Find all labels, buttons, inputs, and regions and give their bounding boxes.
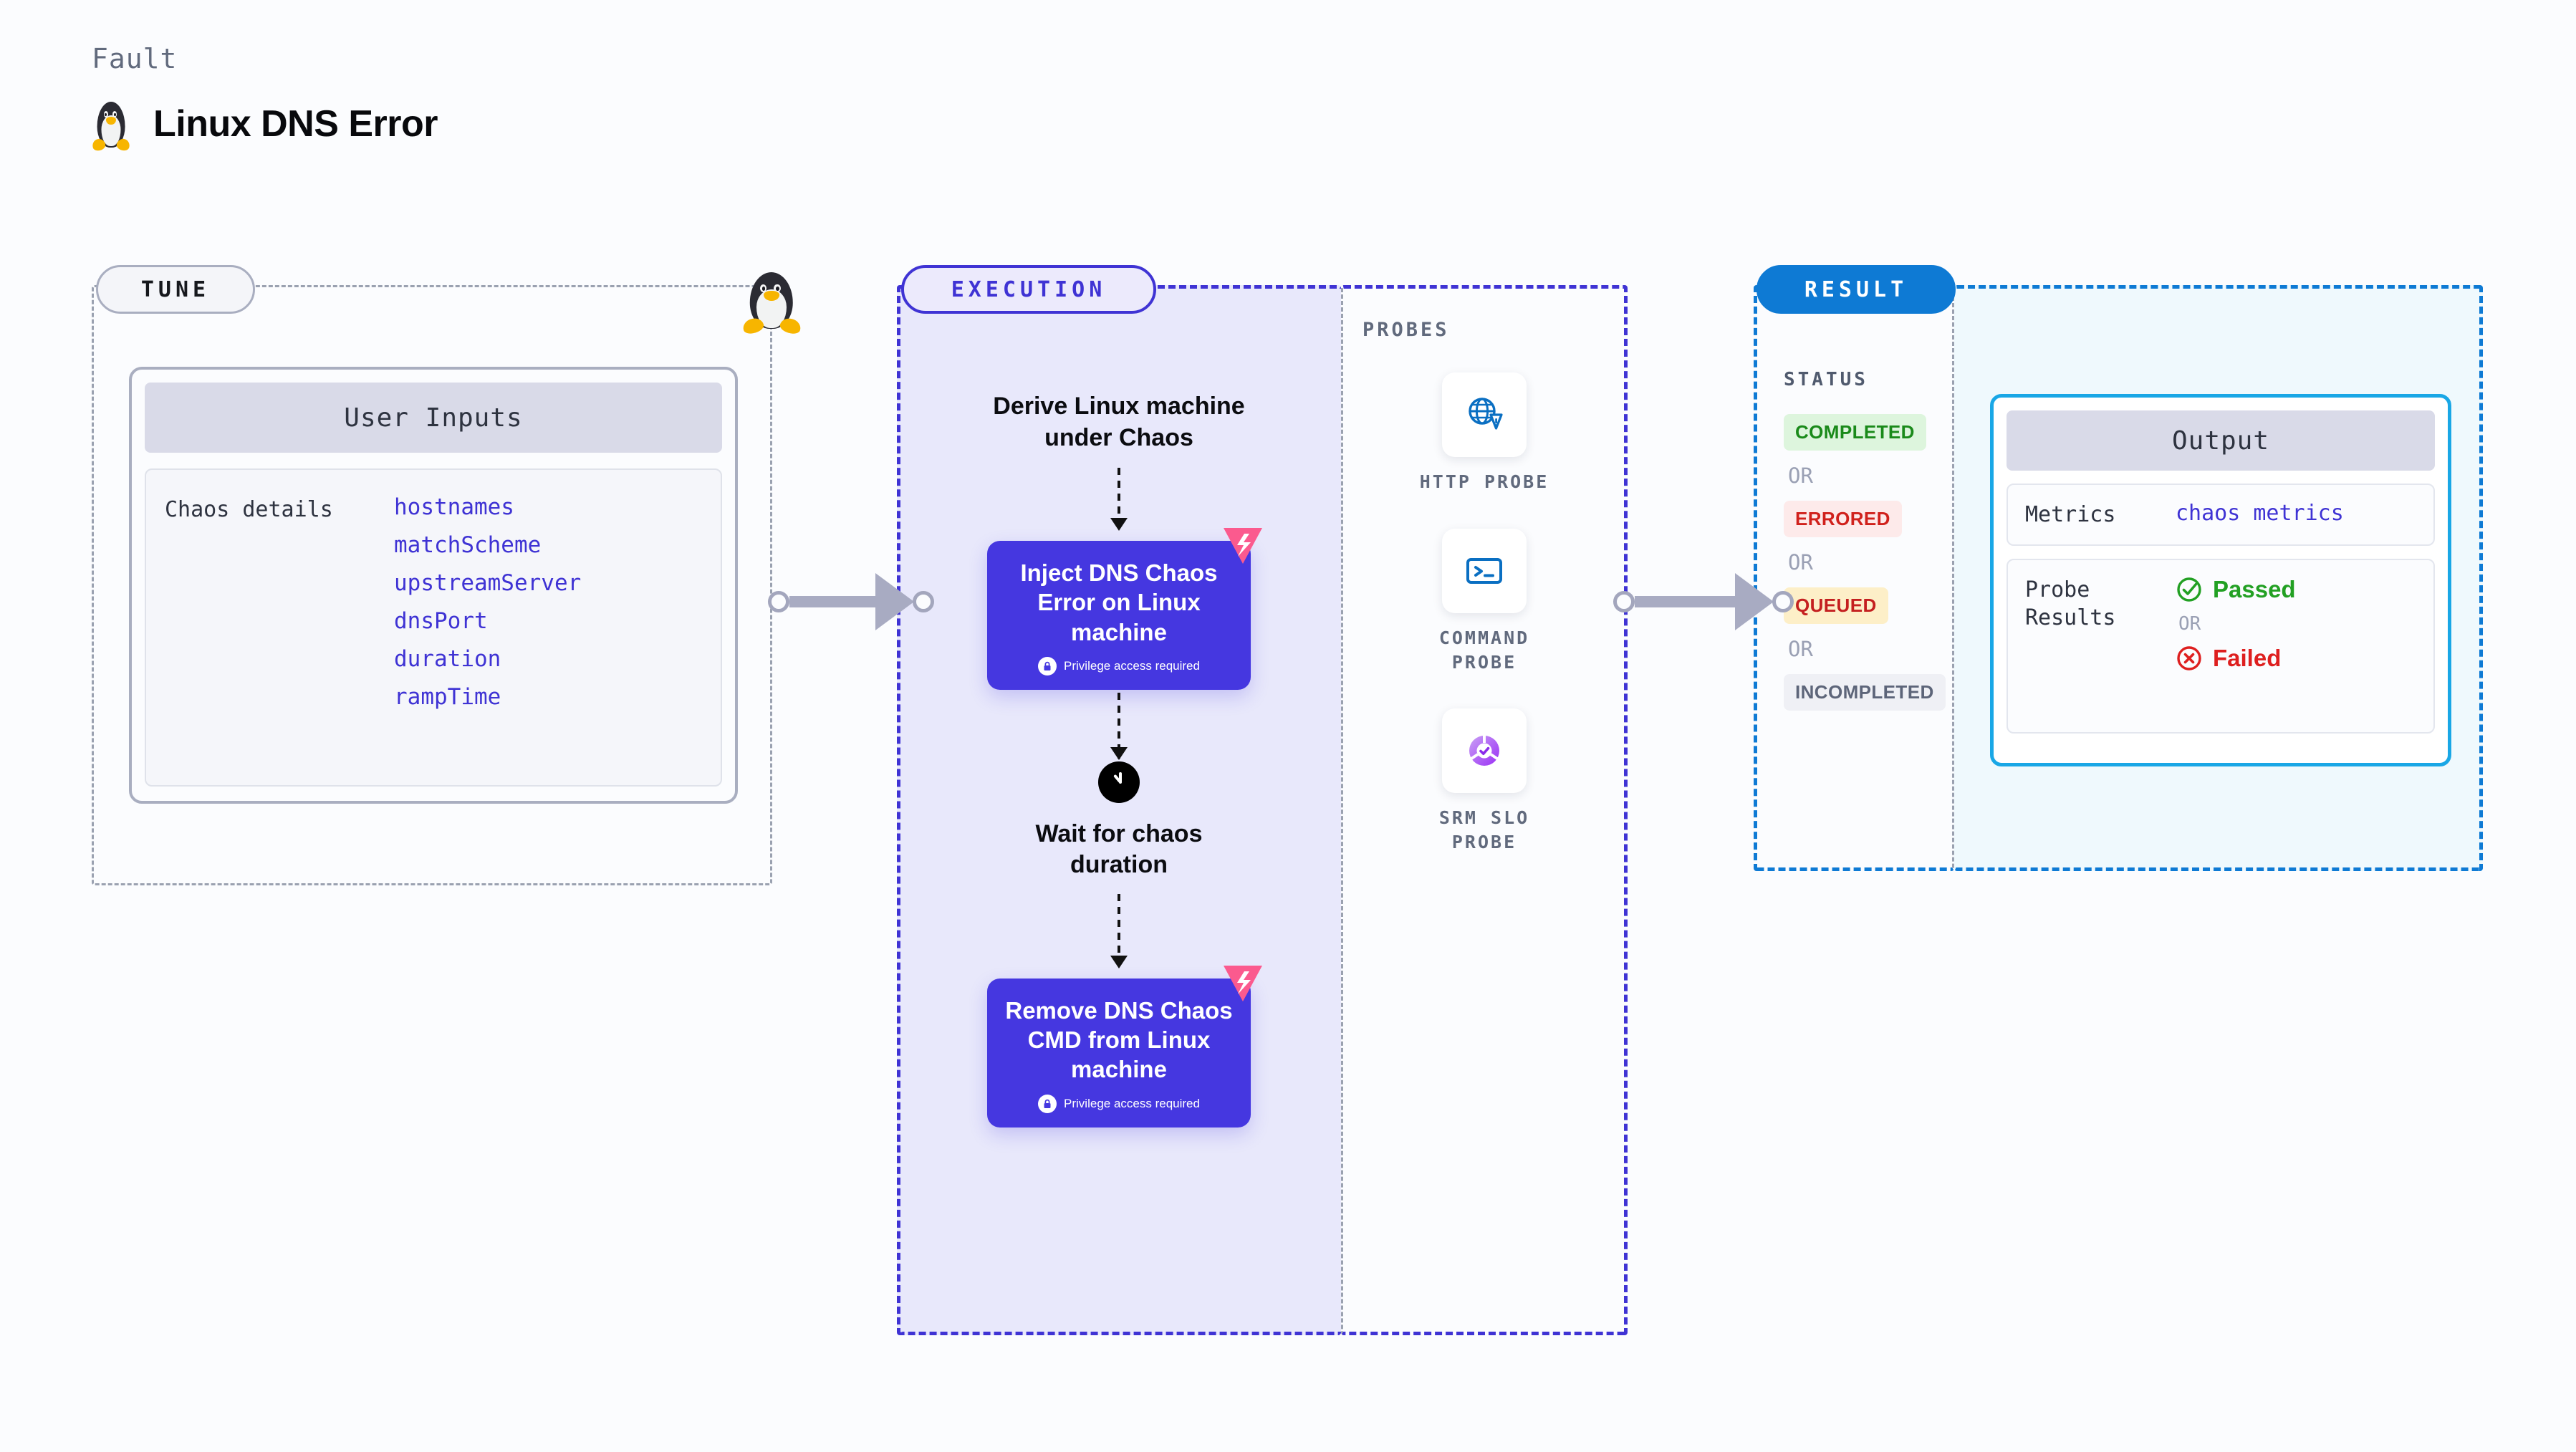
probe-result-passed-label: Passed xyxy=(2213,576,2296,602)
lock-icon xyxy=(1038,1094,1057,1113)
chaos-node-title: Inject DNS Chaos Error on Linux machine xyxy=(1020,559,1218,645)
connector-dot xyxy=(1772,591,1794,612)
probe-tile xyxy=(1442,528,1527,613)
execution-stage-pill[interactable]: EXECUTION xyxy=(901,265,1156,314)
tune-stage-panel xyxy=(92,285,772,885)
linux-penguin-icon xyxy=(741,267,802,336)
privilege-note-label: Privilege access required xyxy=(1064,1096,1200,1110)
probe-item-srm-slo[interactable]: SRM SLO PROBE xyxy=(1405,708,1563,855)
connector-execution-to-result xyxy=(1613,573,1794,630)
connector-dot xyxy=(913,591,934,612)
lock-icon xyxy=(1038,656,1057,675)
globe-warning-icon xyxy=(1469,398,1503,430)
fault-kicker: Fault xyxy=(92,43,178,74)
x-circle-icon xyxy=(2177,646,2201,670)
privilege-note: Privilege access required xyxy=(1000,1094,1238,1113)
output-card: Output Metrics chaos metrics Probe Resul… xyxy=(1990,394,2451,766)
fault-title-row: Linux DNS Error xyxy=(91,97,438,153)
tune-stage-pill[interactable]: TUNE xyxy=(96,265,255,314)
status-list: COMPLETED OR ERRORED OR QUEUED OR INCOMP… xyxy=(1784,414,1946,711)
probe-result-or-label: OR xyxy=(2178,613,2201,635)
status-badge-queued: QUEUED xyxy=(1784,587,1888,624)
tune-param[interactable]: dnsPort xyxy=(394,608,488,634)
output-card-header: Output xyxy=(2007,410,2435,471)
probe-tile xyxy=(1442,708,1527,794)
harness-logo-icon xyxy=(1224,528,1262,564)
probe-label: COMMAND PROBE xyxy=(1438,627,1530,673)
chaos-node-title: Remove DNS Chaos CMD from Linux machine xyxy=(1005,996,1233,1083)
chaos-node-remove[interactable]: Remove DNS Chaos CMD from Linux machine … xyxy=(987,965,1262,1128)
probe-item-command[interactable]: COMMAND PROBE xyxy=(1405,528,1563,675)
output-metrics-row: Metrics chaos metrics xyxy=(2007,484,2435,546)
page-title: Linux DNS Error xyxy=(153,103,438,145)
tune-param[interactable]: duration xyxy=(394,646,501,672)
status-badge-incompleted: INCOMPLETED xyxy=(1784,674,1946,711)
probes-stage-panel xyxy=(1341,285,1628,1335)
probe-tile xyxy=(1441,372,1527,457)
linux-penguin-icon xyxy=(91,97,131,153)
harness-logo-icon xyxy=(1224,965,1262,1001)
status-or-label: OR xyxy=(1788,463,1813,488)
arrow-right-icon xyxy=(875,573,914,630)
probe-results-values: Passed OR Failed xyxy=(2176,576,2296,672)
status-badge-completed: COMPLETED xyxy=(1784,414,1926,451)
chaos-details-param-list: hostnames matchScheme upstreamServer dns… xyxy=(394,494,581,761)
status-or-label: OR xyxy=(1788,550,1813,574)
slo-donut-check-icon xyxy=(1469,736,1499,766)
terminal-icon xyxy=(1466,557,1502,584)
connector-dot xyxy=(1613,591,1635,612)
probe-result-passed: Passed xyxy=(2176,576,2296,603)
probe-result-failed-label: Failed xyxy=(2213,645,2282,671)
tune-param[interactable]: rampTime xyxy=(394,684,501,710)
chaos-node-inject[interactable]: Inject DNS Chaos Error on Linux machine … xyxy=(987,528,1262,690)
tune-param[interactable]: upstreamServer xyxy=(394,570,582,596)
connector-dot xyxy=(768,591,789,612)
probes-list: HTTP PROBE COMMAND PROBE xyxy=(1341,372,1628,855)
output-probe-results-row: Probe Results Passed OR Failed xyxy=(2007,559,2435,734)
user-inputs-card: User Inputs Chaos details hostnames matc… xyxy=(129,367,738,804)
execution-stage-panel xyxy=(897,285,1341,1335)
output-probe-results-label-text: Probe Results xyxy=(2025,577,2116,630)
output-metrics-value[interactable]: chaos metrics xyxy=(2176,501,2344,526)
tune-param[interactable]: hostnames xyxy=(394,494,514,520)
privilege-note-label: Privilege access required xyxy=(1064,658,1200,673)
check-circle-icon xyxy=(2177,577,2201,602)
probe-label: SRM SLO PROBE xyxy=(1438,807,1530,852)
arrow-right-icon xyxy=(1735,573,1774,630)
status-badge-errored: ERRORED xyxy=(1784,501,1902,537)
page-header: Fault Linux DNS Error xyxy=(91,43,438,153)
connector-bar xyxy=(1635,596,1736,607)
probe-result-failed: Failed xyxy=(2176,645,2296,672)
tune-param[interactable]: matchScheme xyxy=(394,532,542,558)
status-or-label: OR xyxy=(1788,637,1813,661)
probes-section-title: PROBES xyxy=(1363,319,1450,341)
output-probe-results-label: Probe Results xyxy=(2025,576,2176,632)
status-section-title: STATUS xyxy=(1784,369,1868,390)
probe-label: HTTP PROBE xyxy=(1419,471,1549,492)
chaos-details-group: Chaos details hostnames matchScheme upst… xyxy=(145,468,722,787)
probe-item-http[interactable]: HTTP PROBE xyxy=(1420,372,1549,494)
connector-bar xyxy=(789,596,877,607)
chaos-details-label: Chaos details xyxy=(165,497,333,522)
result-stage-pill[interactable]: RESULT xyxy=(1756,265,1956,314)
output-metrics-label: Metrics xyxy=(2025,502,2116,527)
user-inputs-card-header: User Inputs xyxy=(145,383,722,453)
connector-tune-to-execution xyxy=(768,573,934,630)
privilege-note: Privilege access required xyxy=(1000,656,1238,675)
